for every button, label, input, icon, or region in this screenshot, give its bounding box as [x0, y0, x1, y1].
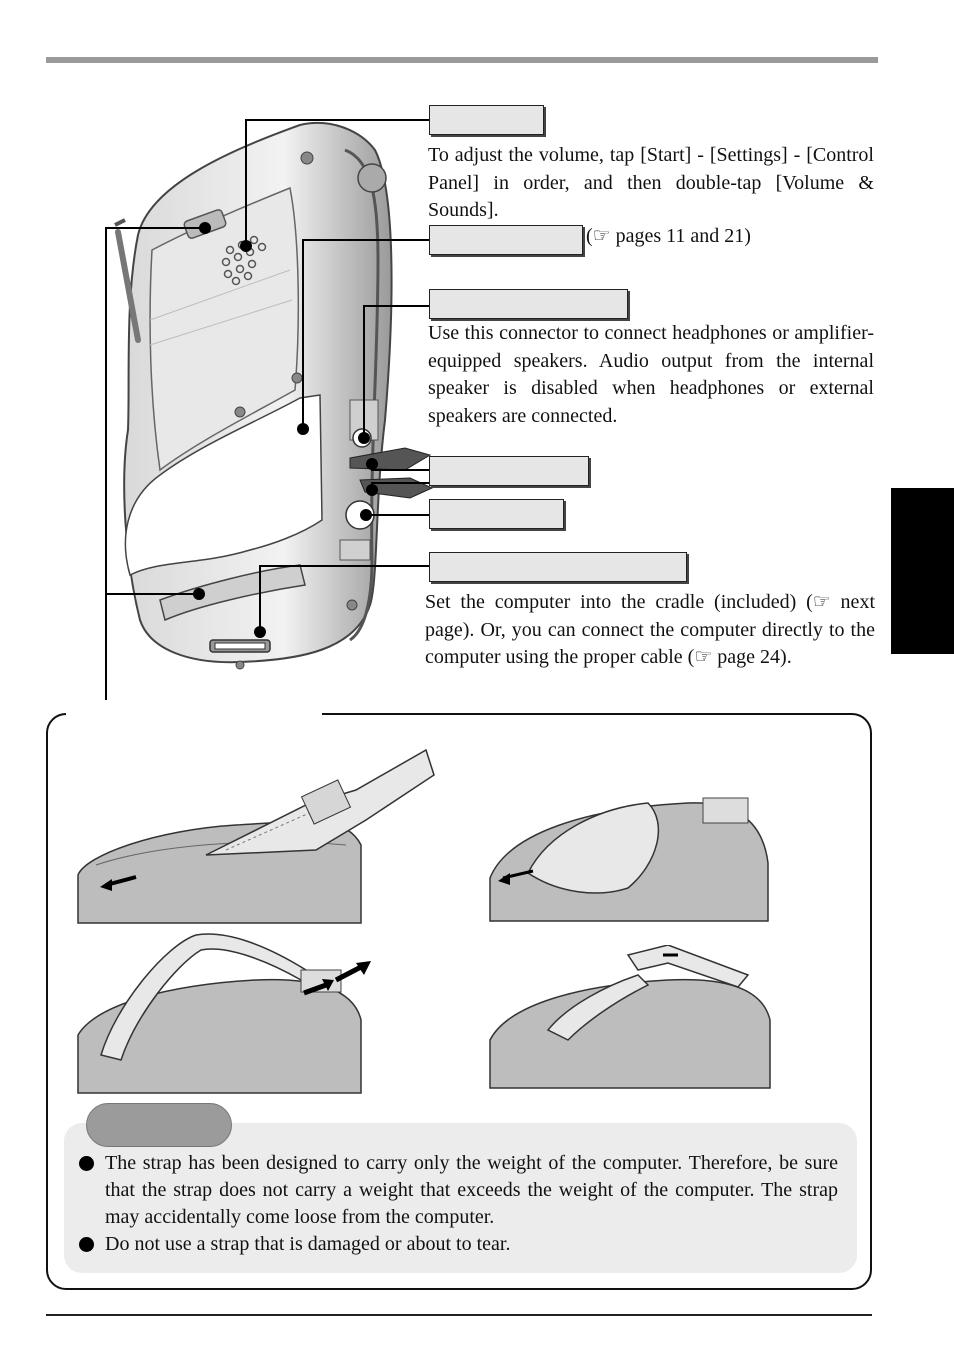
card-slot-label	[429, 225, 583, 255]
connector-a-label	[429, 456, 589, 486]
strap-section-heading	[66, 708, 322, 718]
header-rule	[46, 57, 878, 63]
headphone-jack-description: Use this connector to connect headphones…	[428, 322, 874, 427]
pointing-hand-icon: ☞	[592, 225, 611, 247]
cradle-connector-label	[429, 552, 687, 582]
caution-tag	[86, 1103, 232, 1147]
strap-section-panel	[46, 713, 872, 1290]
strap-step-1-illustration	[77, 748, 435, 924]
bullet-icon	[79, 1237, 94, 1252]
pointing-hand-icon: ☞	[694, 646, 713, 668]
device-back-illustration	[105, 119, 434, 700]
chapter-side-tab	[891, 488, 954, 654]
headphone-jack-label	[429, 289, 628, 319]
card-slot-reference: (☞ pages 11 and 21)	[586, 225, 751, 247]
caution-box	[64, 1123, 857, 1273]
pointing-hand-icon: ☞	[812, 591, 831, 613]
speaker-description: To adjust the volume, tap [Start] - [Set…	[428, 144, 874, 221]
caution-item: The strap has been designed to carry onl…	[78, 1150, 838, 1231]
strap-step-2-illustration	[489, 797, 769, 922]
bullet-icon	[79, 1156, 94, 1171]
footer-rule	[46, 1314, 872, 1316]
strap-step-4-illustration	[489, 945, 771, 1089]
connector-b-label	[429, 499, 564, 529]
speaker-label	[429, 105, 544, 135]
caution-list: The strap has been designed to carry onl…	[78, 1150, 838, 1258]
caution-item: Do not use a strap that is damaged or ab…	[78, 1231, 838, 1258]
strap-step-3-illustration	[77, 933, 371, 1094]
cradle-connector-description: Set the computer into the cradle (includ…	[425, 591, 875, 668]
